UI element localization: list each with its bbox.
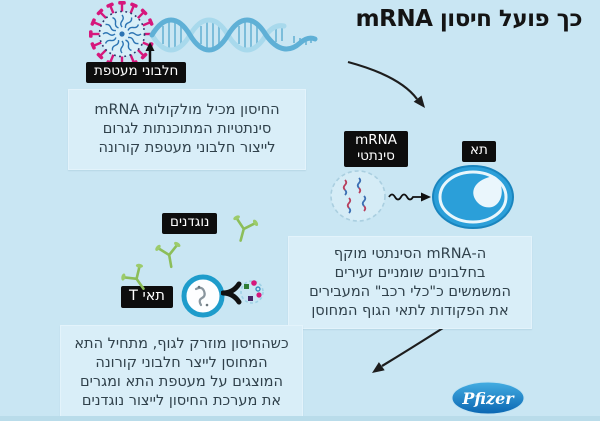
synthetic-mrna-cluster-icon (330, 170, 386, 222)
envelope-proteins-label: חלבוני מעטפת (86, 62, 187, 83)
bottom-divider (0, 416, 600, 421)
antibodies-label: נוגדנים (162, 213, 218, 234)
pfizer-logo: Pfizer (451, 381, 525, 415)
antibody-icon (121, 263, 145, 290)
page-title: כך פועל חיסון mRNA (355, 6, 583, 32)
synthetic-mrna-label: mRNA סינתטי (344, 131, 408, 168)
pfizer-logo-text: Pfizer (461, 389, 515, 408)
t-cells-label: תאי T (121, 286, 173, 308)
flow-arrow-down-right (347, 60, 425, 108)
cell-label: תא (462, 141, 496, 162)
dna-icon (149, 17, 318, 53)
antibody-icon (233, 215, 259, 242)
t-cell-icon (181, 274, 225, 318)
antibody-icon (155, 241, 181, 269)
entry-squiggle-arrow (388, 192, 431, 202)
step-1-text: החיסון מכיל מולקולות mRNA סינתטיות המתוכ… (68, 89, 306, 170)
flow-arrow-down-left (372, 327, 444, 373)
cell-icon (432, 165, 514, 229)
step-3-text: כשהחיסון מוזרק לגוף, מתחיל התא המחוסן לי… (60, 325, 303, 421)
step-2-text: ה-mRNA הסינתטי מוקף בחלבונים שומניים זעי… (288, 236, 532, 330)
t-cell-receptor-antigen-icon (221, 280, 264, 305)
